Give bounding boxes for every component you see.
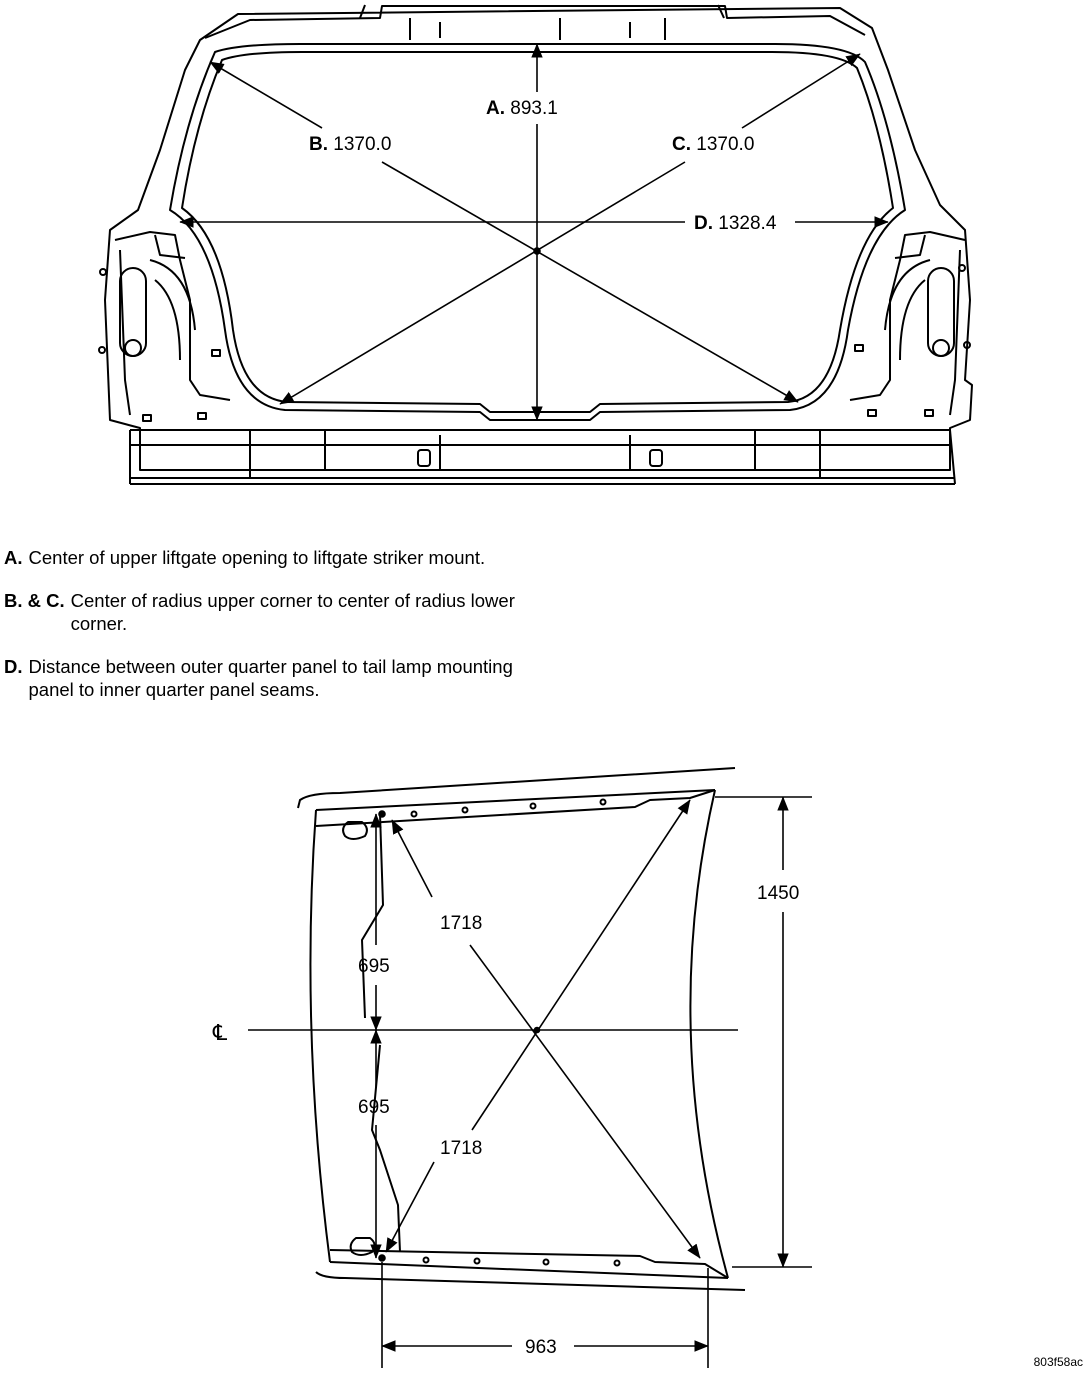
dim-963-label: 963 bbox=[525, 1337, 557, 1358]
figure-code: 803f58ac bbox=[1033, 1355, 1083, 1369]
dim-695-upper-label: 695 bbox=[358, 956, 390, 977]
dim-1450-label: 1450 bbox=[757, 883, 799, 904]
dim-1718-upper-label: 1718 bbox=[440, 913, 482, 934]
legend-key: D. bbox=[4, 656, 23, 677]
legend-item-d: D. Distance between outer quarter panel … bbox=[4, 655, 524, 701]
legend-text: Center of radius upper corner to center … bbox=[70, 590, 515, 634]
dim-c-label: C. 1370.0 bbox=[672, 134, 754, 155]
dim-1718-lower-b bbox=[385, 1161, 435, 1253]
legend-key: B. & C. bbox=[4, 590, 65, 611]
lower-sill bbox=[129, 429, 956, 485]
body-outer-outline bbox=[104, 7, 973, 471]
roof-dimensions bbox=[248, 796, 812, 1368]
dim-c-line-lower bbox=[279, 161, 686, 405]
roof-panel-drawing bbox=[297, 767, 746, 1291]
roof-front-flange bbox=[297, 767, 736, 809]
dim-c-line-upper bbox=[741, 53, 861, 129]
liftgate-opening-drawing bbox=[98, 4, 973, 485]
roof-left-edge bbox=[309, 809, 331, 1263]
dim-695-lower-label: 695 bbox=[358, 1097, 390, 1118]
centerline-symbol: ℄ bbox=[212, 1020, 228, 1045]
roof-header bbox=[204, 5, 866, 39]
legend: A. Center of upper liftgate opening to l… bbox=[4, 546, 524, 721]
legend-key: A. bbox=[4, 547, 23, 568]
top-view-dimensions bbox=[179, 43, 889, 421]
dim-d-label: D. 1328.4 bbox=[694, 213, 777, 234]
right-quarter-panel bbox=[849, 231, 966, 416]
legend-text: Center of upper liftgate opening to lift… bbox=[28, 547, 486, 568]
dim-1718-lower-a bbox=[471, 799, 691, 1131]
roof-right-edge bbox=[689, 789, 729, 1279]
dim-b-line-upper bbox=[209, 61, 323, 129]
roof-rear-flange bbox=[315, 1271, 746, 1291]
legend-item-bc: B. & C. Center of radius upper corner to… bbox=[4, 589, 524, 635]
dim-1718-upper-b bbox=[469, 944, 701, 1259]
dim-1718-upper-a bbox=[391, 819, 433, 898]
dim-1718-lower-label: 1718 bbox=[440, 1138, 482, 1159]
dim-b-line-lower bbox=[381, 161, 799, 403]
legend-text: Distance between outer quarter panel to … bbox=[28, 656, 513, 700]
legend-item-a: A. Center of upper liftgate opening to l… bbox=[4, 546, 524, 569]
left-quarter-panel bbox=[114, 231, 231, 416]
dim-a-label: A. 893.1 bbox=[486, 98, 558, 119]
dim-b-label: B. 1370.0 bbox=[309, 134, 391, 155]
